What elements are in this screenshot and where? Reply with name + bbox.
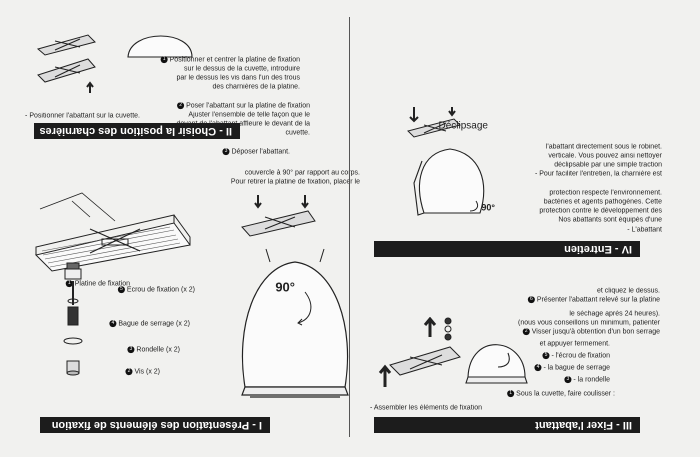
declipsage-label: Déclipsage [438,120,488,132]
section-4-body-5: protection respecte l'environnement. [549,189,662,197]
section-4-body-4: bactéries et agents pathogènes. Cette [543,198,662,206]
section-2-inst-3: par le dessus les vis dans l'un des trou… [176,74,300,82]
angle-label-90: 90° [275,279,295,295]
section-4-body-9: l'abattant directement sous le robinet. [545,143,662,151]
section-2-step-1: - Positionner l'abattant sur la cuvette. [25,112,140,120]
section-3-inst-7: (nous vous conseillons un minimum, patie… [517,319,660,327]
section-2-inst-4: des charnières de la platine. [212,83,300,91]
section-2-inst-8: cuvette. [285,129,310,137]
plate-position-illustration [36,34,96,93]
section-3-inst-10: et cliquez le dessus. [596,287,660,295]
section-4-caption-1: Pour retirer la platine de fixation, pla… [230,178,360,186]
section-4-caption-2: couvercle à 90° par rapport au corps. [244,169,360,177]
section-3-inst-4: 5- l'écrou de fixation [542,352,610,361]
section-4-body-3: protection contre le développement des [539,207,662,215]
section-4-body-1: - L'abattant [627,226,662,234]
section-2-inst-6: Ajuster l'ensemble de telle façon que le [188,111,310,119]
section-3-inst-2: 3- la rondelle [564,376,610,385]
assembly-illustration [378,317,461,387]
section-4-title: IV - Entretien [374,241,640,257]
section-2-inst-2: sur le dessus de la cuvette, introduire [184,65,300,73]
section-4-body-8: verticale. Vous pouvez ainsi nettoyer [548,152,662,160]
fixing-plate-illustration [35,192,191,272]
section-1-title: I - Présentation des éléments de fixatio… [40,417,270,433]
section-3-step-1: - Assembler les éléments de fixation [369,404,482,412]
declip-plate-illustration [407,107,461,138]
section-3-inst-5: et appuyer fermement. [539,340,610,348]
plate-lift-illustration [241,195,316,237]
toilet-lid-open-illustration [241,248,349,398]
section-3-inst-3: 4- la bague de serrage [534,364,610,373]
section-4-body-7: déclipsable par une simple traction [554,161,662,169]
declip-lid-illustration [413,148,485,216]
section-4-body-2: Nos abattants sont équipés d'une [558,216,662,224]
section-2-inst-7: devant de l'abattant affleure le devant … [176,120,310,128]
section-3-title: III - Fixer l'abattant [374,417,640,433]
lid-on-bowl-illustration [127,35,193,58]
bowl-lid-raised-illustration [465,344,528,384]
screw-hardware-illustration [63,262,83,376]
column-divider [349,17,350,437]
angle-label-90-iv: 90° [481,202,495,213]
section-4-body-6: - Pour faciliter l'entretien, la charniè… [534,170,662,178]
section-3-inst-8: le séchage après 24 heures). [569,310,660,318]
